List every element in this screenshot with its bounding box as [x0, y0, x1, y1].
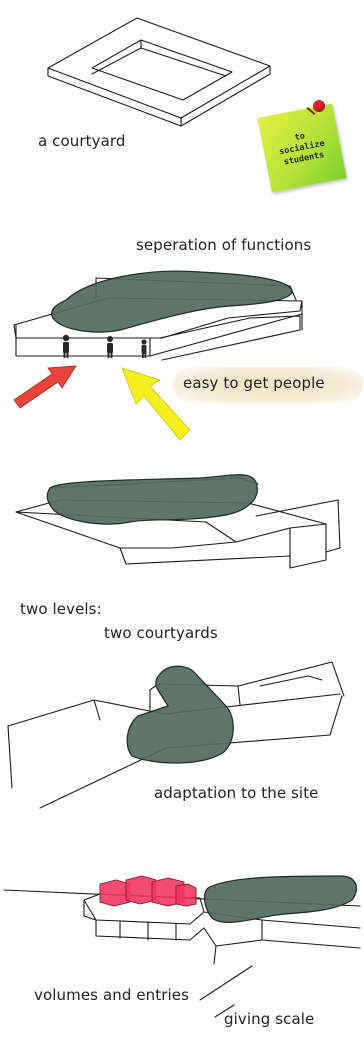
push-pin-icon — [313, 100, 325, 112]
long-bar-volume — [47, 475, 257, 524]
label-giving-scale: giving scale — [224, 1010, 314, 1028]
green-bar-volume — [205, 876, 357, 922]
label-courtyard: a courtyard — [38, 132, 126, 150]
courtyard-block-sketch — [48, 18, 270, 126]
label-two-courtyards: two courtyards — [104, 624, 218, 642]
label-volumes-entries: volumes and entries — [34, 986, 189, 1004]
red-arrow-icon — [14, 366, 76, 408]
sticky-note-text: to socialize students — [268, 126, 337, 171]
label-easy-to-get-people: easy to get people — [183, 374, 325, 392]
label-two-levels: two levels: — [20, 600, 102, 618]
l-shaped-volume — [127, 666, 233, 763]
pink-entry-volumes — [100, 876, 196, 906]
upper-mass-volume — [52, 271, 292, 332]
label-adaptation: adaptation to the site — [154, 784, 319, 802]
label-separation: seperation of functions — [136, 236, 311, 254]
sticky-note: to socialize students — [257, 103, 346, 192]
